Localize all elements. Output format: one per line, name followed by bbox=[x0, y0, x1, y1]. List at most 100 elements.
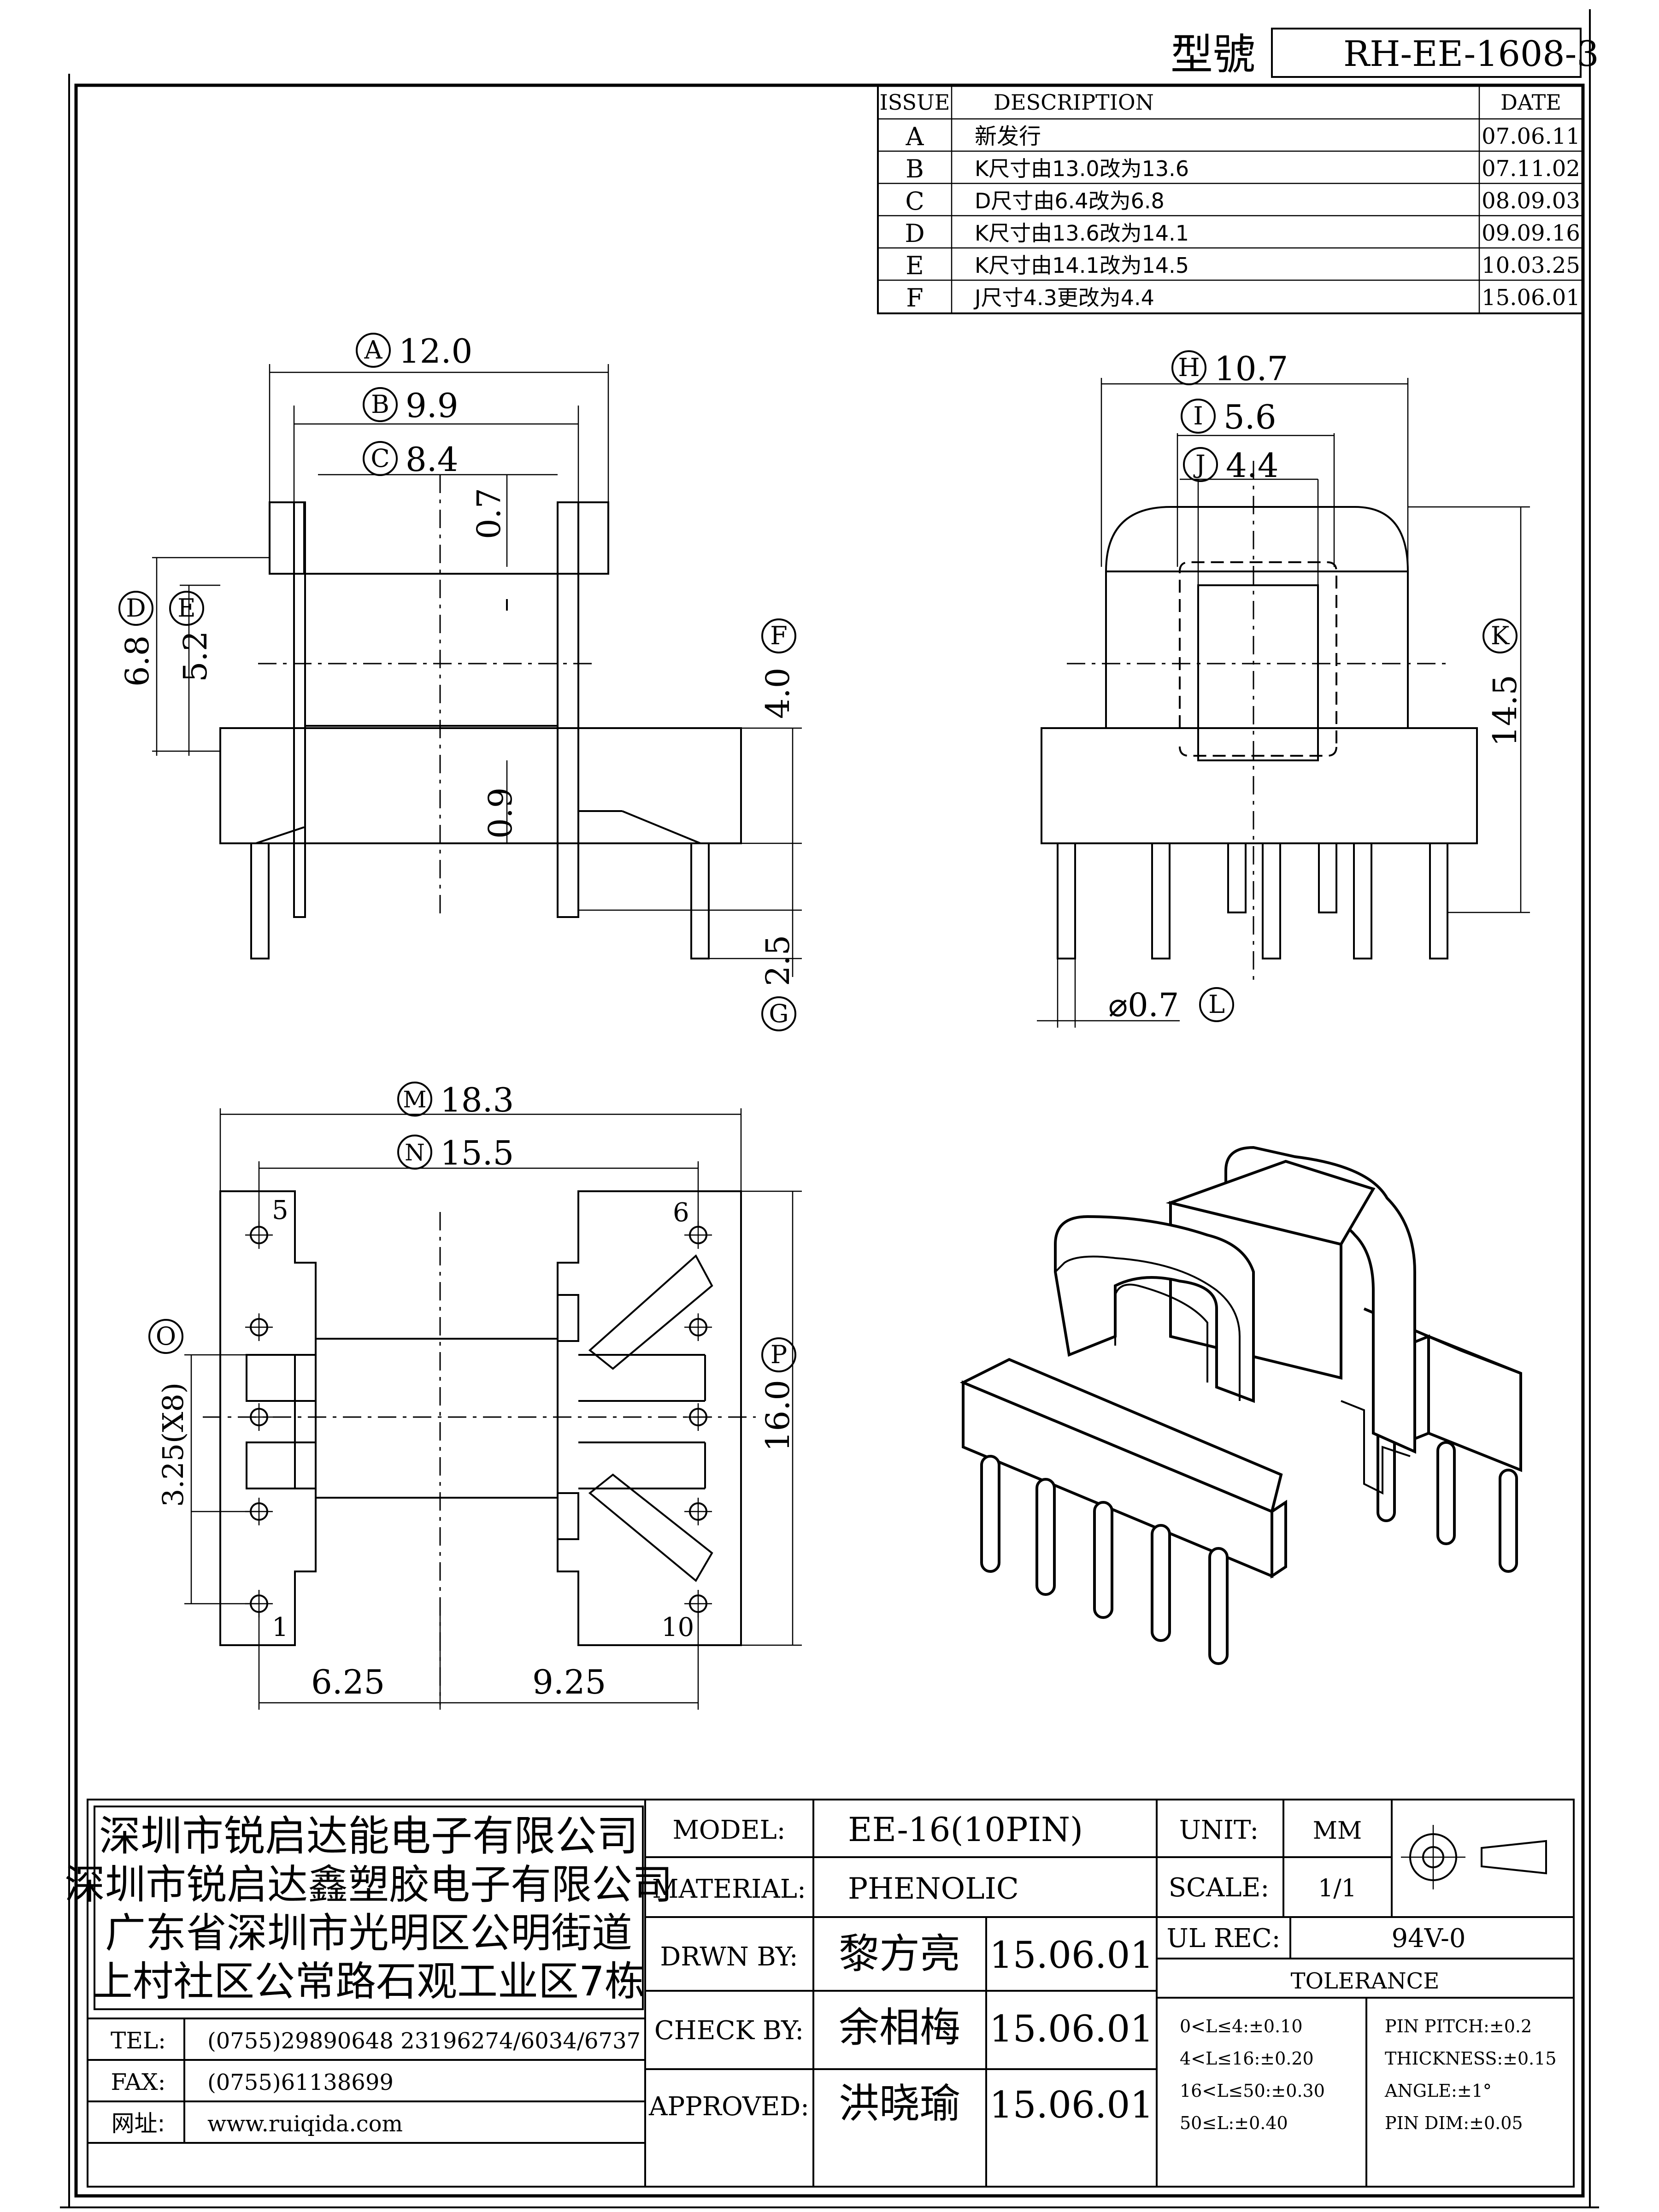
company-line-4: 上村社区公常路石观工业区7栋 bbox=[92, 1958, 645, 2005]
dim-tag-I: I bbox=[1193, 401, 1203, 430]
company-line-2: 深圳市锐启达鑫塑胶电子有限公司 bbox=[65, 1861, 673, 1908]
check-date: 15.06.01 bbox=[989, 2007, 1153, 2050]
unit-label: UNIT: bbox=[1179, 1815, 1259, 1845]
dim-E-value: 5.2 bbox=[176, 631, 214, 682]
dim-H-value: 10.7 bbox=[1214, 349, 1288, 388]
model-number-box: 型號 RH-EE-1608-3 bbox=[1171, 28, 1599, 79]
pin-number-5: 5 bbox=[272, 1195, 288, 1225]
ul-label: UL REC: bbox=[1167, 1924, 1281, 1953]
dim-bottom-left-value: 6.25 bbox=[311, 1663, 385, 1701]
dim-I-value: 5.6 bbox=[1224, 398, 1277, 436]
scale-value: 1/1 bbox=[1318, 1875, 1357, 1902]
front-view: A 12.0 B 9.9 C 8.4 0.7 0.9 D 6.8 E 5.2 bbox=[118, 332, 802, 1031]
pin-number-6: 6 bbox=[673, 1198, 689, 1228]
dim-M-value: 18.3 bbox=[440, 1081, 514, 1119]
isometric-view bbox=[959, 1146, 1522, 1665]
dim-B-value: 9.9 bbox=[406, 386, 459, 425]
rev-description: 新发行 bbox=[975, 124, 1041, 149]
rev-description: K尺寸由14.1改为14.5 bbox=[975, 253, 1189, 278]
tolerance-left: 0<L≤4:±0.10 bbox=[1180, 2016, 1303, 2036]
dim-tag-G: G bbox=[769, 999, 788, 1028]
pin-number-1: 1 bbox=[272, 1612, 288, 1642]
dim-slot-value: 0.9 bbox=[482, 788, 519, 839]
pin-number-10: 10 bbox=[661, 1612, 694, 1642]
contact-tel: (0755)29890648 23196274/6034/6737 bbox=[207, 2028, 641, 2054]
dim-tag-O: O bbox=[156, 1322, 176, 1351]
dim-K-value: 14.5 bbox=[1486, 675, 1524, 747]
dim-tag-H: H bbox=[1178, 353, 1200, 382]
check-name: 余相梅 bbox=[839, 2004, 960, 2051]
rev-date: 15.06.01 bbox=[1482, 285, 1580, 311]
rev-col-date: DATE bbox=[1500, 90, 1561, 115]
model-value: EE-16(10PIN) bbox=[848, 1810, 1083, 1849]
tolerance-left: 16<L≤50:±0.30 bbox=[1180, 2081, 1325, 2101]
contact-web: www.ruiqida.com bbox=[207, 2111, 403, 2137]
dim-tag-J: J bbox=[1193, 450, 1206, 479]
rev-date: 09.09.16 bbox=[1482, 220, 1580, 246]
tolerance-right: PIN DIM:±0.05 bbox=[1385, 2113, 1523, 2133]
rev-description: J尺寸4.3更改为4.4 bbox=[973, 285, 1154, 310]
contact-label-fax: FAX: bbox=[111, 2069, 166, 2095]
rev-issue: A bbox=[906, 122, 924, 151]
side-view: H 10.7 I 5.6 J 4.4 K 14.5 ⌀0.7 L bbox=[1037, 349, 1530, 1028]
dim-flange-value: 0.7 bbox=[470, 488, 508, 539]
approved-label: APPROVED: bbox=[648, 2092, 809, 2122]
dim-tag-N: N bbox=[405, 1139, 425, 1166]
ul-value: 94V-0 bbox=[1391, 1924, 1465, 1953]
company-line-1: 深圳市锐启达能电子有限公司 bbox=[99, 1812, 638, 1860]
contact-fax: (0755)61138699 bbox=[207, 2070, 394, 2095]
dim-L-value: ⌀0.7 bbox=[1108, 986, 1179, 1024]
contact-label-tel: TEL: bbox=[111, 2027, 166, 2054]
dim-tag-K: K bbox=[1491, 621, 1510, 650]
approved-date: 15.06.01 bbox=[989, 2083, 1153, 2126]
dim-C-value: 8.4 bbox=[406, 440, 459, 479]
title-block: 深圳市锐启达能电子有限公司 深圳市锐启达鑫塑胶电子有限公司 广东省深圳市光明区公… bbox=[65, 1799, 1575, 2188]
rev-issue: B bbox=[906, 154, 924, 183]
dim-tag-E: E bbox=[177, 594, 195, 623]
tolerance-right: THICKNESS:±0.15 bbox=[1385, 2048, 1557, 2069]
rev-description: D尺寸由6.4改为6.8 bbox=[975, 188, 1165, 213]
rev-issue: C bbox=[905, 187, 924, 216]
tolerance-right: ANGLE:±1° bbox=[1384, 2081, 1492, 2101]
dim-tag-B: B bbox=[371, 390, 389, 419]
dim-N-value: 15.5 bbox=[440, 1134, 514, 1172]
dim-tag-circle bbox=[356, 333, 391, 368]
tolerance-title: TOLERANCE bbox=[1291, 1968, 1440, 1994]
bottom-view: 5 6 1 10 M 18.3 N 15.5 O 3.25(X8) P bbox=[148, 1081, 802, 1710]
rev-description: K尺寸由13.0改为13.6 bbox=[975, 156, 1189, 181]
model-label: MODEL: bbox=[672, 1815, 785, 1845]
dim-tag-F: F bbox=[770, 621, 787, 650]
rev-date: 10.03.25 bbox=[1482, 253, 1580, 278]
contact-label-web: 网址: bbox=[112, 2110, 165, 2137]
rev-date: 07.11.02 bbox=[1482, 156, 1580, 182]
revision-table: ISSUE DESCRIPTION DATE A 新发行 07.06.11 B … bbox=[877, 84, 1584, 314]
rev-issue: D bbox=[905, 219, 924, 248]
dim-A-value: 12.0 bbox=[399, 332, 472, 371]
dim-tag-M: M bbox=[403, 1086, 426, 1113]
dim-tag-D: D bbox=[126, 594, 146, 623]
material-value: PHENOLIC bbox=[848, 1872, 1019, 1906]
rev-date: 08.09.03 bbox=[1482, 188, 1580, 214]
model-number-label: 型號 bbox=[1171, 30, 1255, 79]
rev-col-description: DESCRIPTION bbox=[994, 90, 1154, 115]
projection-symbol-icon bbox=[1401, 1825, 1547, 1889]
dim-bottom-right-value: 9.25 bbox=[532, 1663, 606, 1701]
material-label: MATERIAL: bbox=[652, 1874, 806, 1904]
drawn-name: 黎方亮 bbox=[839, 1930, 960, 1977]
rev-issue: E bbox=[906, 251, 924, 280]
company-line-3: 广东省深圳市光明区公明街道 bbox=[105, 1909, 632, 1957]
dim-P-value: 16.0 bbox=[759, 1380, 797, 1452]
scale-label: SCALE: bbox=[1169, 1873, 1270, 1903]
rev-description: K尺寸由13.6改为14.1 bbox=[975, 221, 1189, 246]
dim-F-value: 4.0 bbox=[759, 668, 797, 719]
tolerance-left: 4<L≤16:±0.20 bbox=[1180, 2048, 1314, 2069]
rev-date: 07.06.11 bbox=[1482, 124, 1580, 149]
check-label: CHECK BY: bbox=[654, 2016, 804, 2046]
model-number-value: RH-EE-1608-3 bbox=[1343, 33, 1599, 74]
dim-J-value: 4.4 bbox=[1226, 446, 1279, 485]
tolerance-left: 50≤L:±0.40 bbox=[1180, 2113, 1288, 2133]
dim-tag-L: L bbox=[1208, 990, 1225, 1019]
rev-col-issue: ISSUE bbox=[880, 90, 950, 115]
drawn-date: 15.06.01 bbox=[989, 1934, 1153, 1977]
